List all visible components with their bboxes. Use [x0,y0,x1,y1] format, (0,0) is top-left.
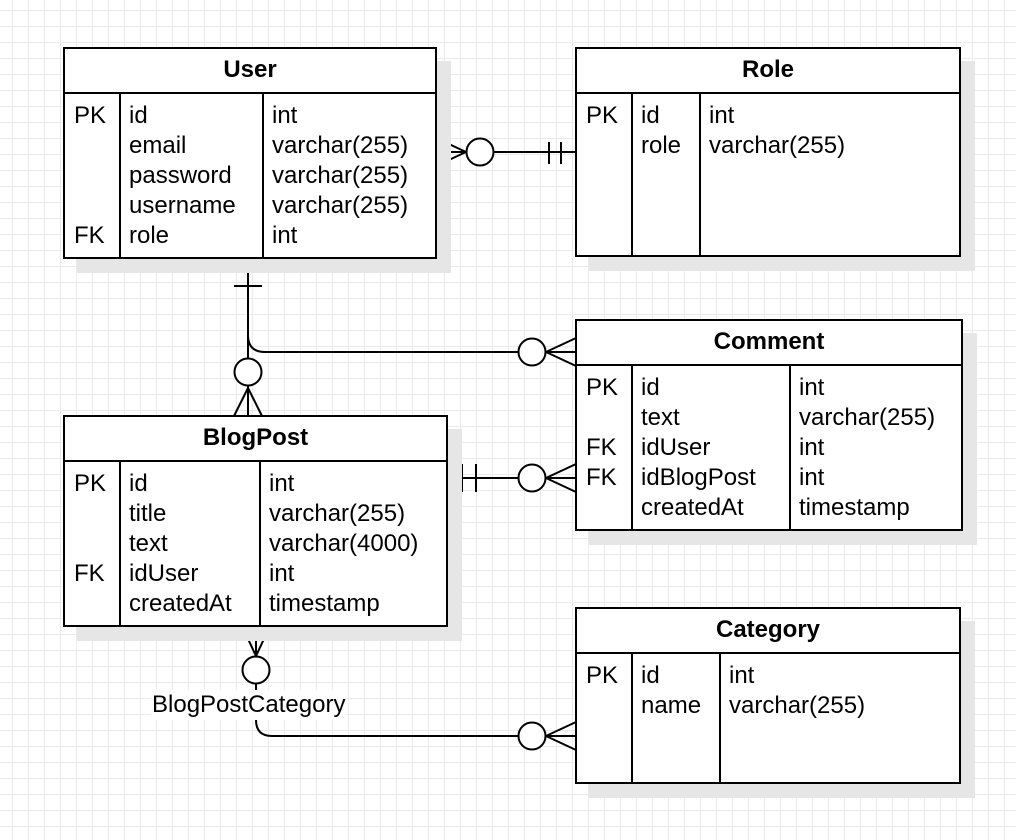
row-key [586,691,631,721]
name-column: id title text idUser createdAt [121,462,261,625]
entity-comment[interactable]: Comment PK FK FK id text idUser idBlogPo… [575,319,963,531]
relationship-blogpost-category[interactable] [241,625,577,751]
row-name: id [129,470,148,497]
row-name: text [129,530,168,557]
type-column: int varchar(255) [721,654,959,782]
relationship-blogpost-comment[interactable] [448,463,577,493]
row-key: PK [586,374,619,401]
row-name: createdAt [129,590,232,617]
row-type: varchar(255) [272,132,409,159]
row-key: FK [74,560,105,587]
row-name: id [641,102,660,129]
key-column: PK FK [65,94,121,257]
relationship-user-blogpost[interactable] [233,258,263,417]
type-column: int varchar(255) varchar(4000) int times… [261,462,446,625]
row-key [74,499,119,529]
name-column: id name [633,654,721,782]
name-column: id role [633,94,701,255]
row-type: varchar(255) [709,132,846,159]
relationship-user-comment[interactable] [247,334,577,367]
entity-category[interactable]: Category PK id name int varchar(255) [575,607,961,784]
entity-title: User [65,49,435,94]
row-type: int [272,102,298,129]
entity-title: Comment [577,321,961,366]
row-key: PK [74,102,107,129]
row-name: name [641,692,702,719]
entity-title: Category [577,609,959,654]
row-type: timestamp [269,590,380,617]
row-type: int [799,374,825,401]
entity-title: Role [577,49,959,94]
row-key [74,589,119,619]
row-type: timestamp [799,494,910,521]
row-key [74,191,119,221]
row-name: email [129,132,187,159]
type-column: int varchar(255) [701,94,959,255]
row-key [586,493,631,523]
row-name: id [641,374,660,401]
type-column: int varchar(255) varchar(255) varchar(25… [264,94,435,257]
row-name: role [129,222,170,249]
entity-blogpost[interactable]: BlogPost PK FK id title text idUser crea… [63,415,448,627]
key-column: PK FK FK [577,366,633,529]
row-key [586,131,631,161]
name-column: id text idUser idBlogPost createdAt [633,366,791,529]
row-name: title [129,500,167,527]
row-type: int [709,102,735,129]
row-type: varchar(255) [269,500,406,527]
name-column: id email password username role [121,94,264,257]
row-name: id [129,102,148,129]
row-type: varchar(4000) [269,530,419,557]
type-column: int varchar(255) int int timestamp [791,366,961,529]
row-type: varchar(255) [799,404,936,431]
row-name: username [129,192,236,219]
row-key: FK [586,434,617,461]
row-name: createdAt [641,494,744,521]
row-name: text [641,404,680,431]
row-type: int [269,560,295,587]
row-name: idUser [129,560,199,587]
row-name: idUser [641,434,711,461]
row-type: varchar(255) [272,162,409,189]
key-column: PK FK [65,462,121,625]
key-column: PK [577,654,633,782]
row-key: PK [586,662,619,689]
row-name: password [129,162,232,189]
row-type: varchar(255) [272,192,409,219]
row-key: FK [74,222,105,249]
row-name: role [641,132,682,159]
entity-title: BlogPost [65,417,446,462]
row-type: varchar(255) [729,692,866,719]
entity-role[interactable]: Role PK id role int varchar(255) [575,47,961,257]
row-key: PK [74,470,107,497]
row-type: int [799,434,825,461]
row-name: idBlogPost [641,464,756,491]
row-type: int [272,222,298,249]
row-key: FK [586,464,617,491]
row-type: int [729,662,755,689]
row-key [586,403,631,433]
row-key: PK [586,102,619,129]
row-key [74,131,119,161]
row-key [74,161,119,191]
key-column: PK [577,94,633,255]
entity-user[interactable]: User PK FK id email password username ro… [63,47,437,259]
row-type: int [269,470,295,497]
row-type: int [799,464,825,491]
relationship-label-blogpostcategory: BlogPostCategory [151,690,347,720]
row-name: id [641,662,660,689]
row-key [74,529,119,559]
relationship-user-role[interactable] [435,137,576,167]
